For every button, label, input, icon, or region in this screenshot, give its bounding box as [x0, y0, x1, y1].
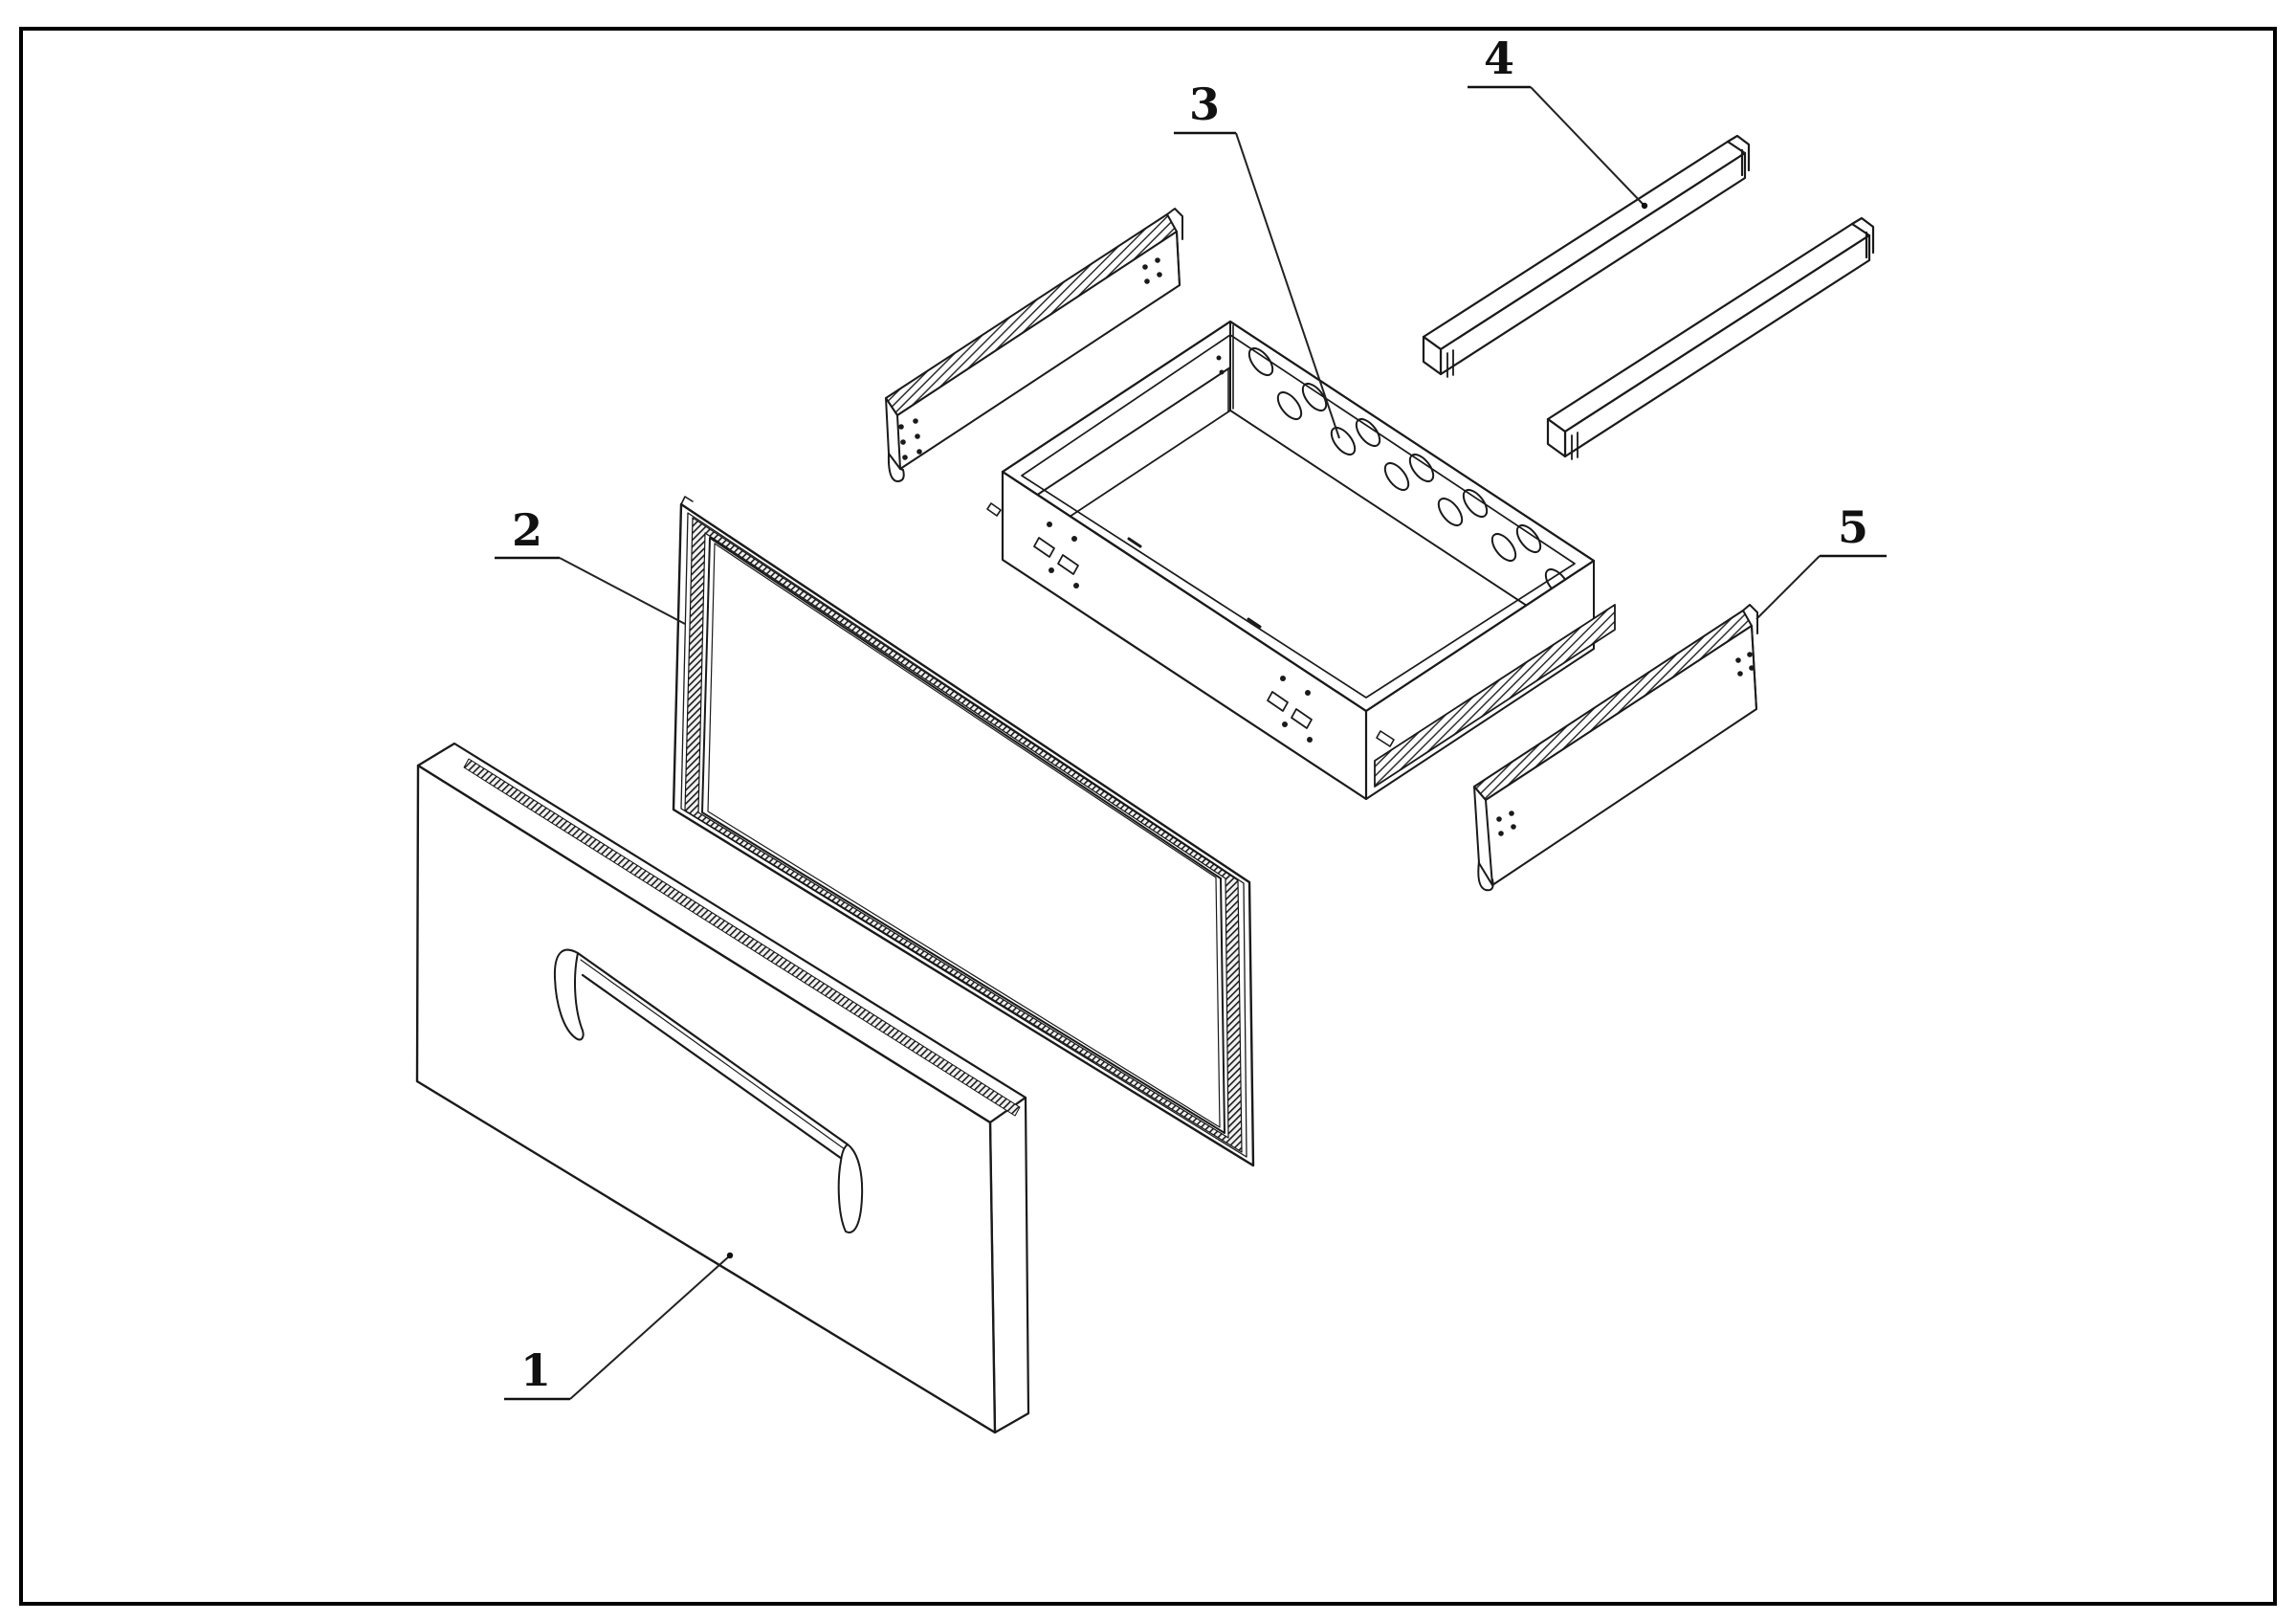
left-slide-rail — [885, 208, 1183, 482]
frame-inner-double-line — [707, 543, 1221, 1128]
callout-2: 2 — [495, 504, 686, 625]
part-5-slide-rail — [1473, 604, 1758, 892]
basket-vent-holes — [1247, 346, 1571, 598]
callout-5: 5 — [1755, 501, 1887, 620]
callout-1: 1 — [504, 1252, 734, 1401]
callout-2-leader — [559, 557, 686, 625]
part-2-gasket-frame — [672, 496, 1255, 1167]
basket-left-wall-holes — [1216, 355, 1225, 375]
callout-3: 3 — [1174, 78, 1340, 439]
panel-front-face — [415, 764, 997, 1434]
basket-rim-outer — [1001, 320, 1596, 713]
callout-4: 4 — [1468, 33, 1648, 210]
left-rail-far-end — [1166, 208, 1183, 286]
rail5-holes-far — [1735, 652, 1755, 677]
handle-bar-inner — [580, 959, 846, 1150]
basket-rim-inner — [1021, 334, 1576, 699]
callout-3-leader — [1235, 132, 1340, 439]
handle-right-hook — [837, 1144, 864, 1233]
left-rail-near-end — [885, 397, 905, 482]
part-3-drawer-basket — [986, 320, 1616, 801]
left-rail-holes-far — [1142, 257, 1162, 284]
part-4-support-bars — [1422, 134, 1875, 460]
frame-inner-opening — [701, 537, 1225, 1134]
part-number-1: 1 — [520, 1344, 551, 1396]
rail5-near-end — [1473, 786, 1494, 892]
frame-gasket-band — [684, 517, 1243, 1153]
basket-front-wall-holes — [1047, 522, 1313, 743]
part-1-front-panel — [415, 742, 1030, 1434]
part-number-3: 3 — [1189, 78, 1220, 130]
support-bar-a — [1422, 134, 1751, 378]
left-rail-holes-near — [898, 418, 922, 460]
basket-mounted-rail — [1374, 604, 1616, 788]
handle-left-hook — [553, 948, 585, 1041]
panel-top-seal-band — [463, 758, 1021, 1117]
part-number-2: 2 — [512, 504, 542, 556]
panel-handle — [553, 948, 864, 1233]
callout-1-leader — [569, 1255, 730, 1400]
frame-outer-inner-line — [680, 512, 1247, 1158]
basket-corner-tab — [986, 502, 1002, 517]
basket-front-wall-slots — [1033, 537, 1313, 729]
callouts: 1 2 3 4 5 — [495, 33, 1887, 1401]
support-bar-b — [1546, 216, 1875, 460]
callout-5-leader — [1755, 555, 1821, 620]
callout-4-dot — [1641, 202, 1648, 210]
panel-right-face — [988, 1096, 1030, 1434]
callout-1-dot — [726, 1252, 734, 1259]
handle-bar-bottom — [581, 973, 844, 1161]
rail5-holes-near — [1496, 810, 1516, 836]
part-number-5: 5 — [1838, 501, 1868, 553]
frame-thickness-tick — [680, 496, 694, 505]
handle-bar-top — [576, 951, 850, 1146]
callout-4-leader — [1530, 86, 1645, 206]
part-number-4: 4 — [1484, 33, 1514, 84]
basket-rim-ticks — [1127, 537, 1262, 629]
